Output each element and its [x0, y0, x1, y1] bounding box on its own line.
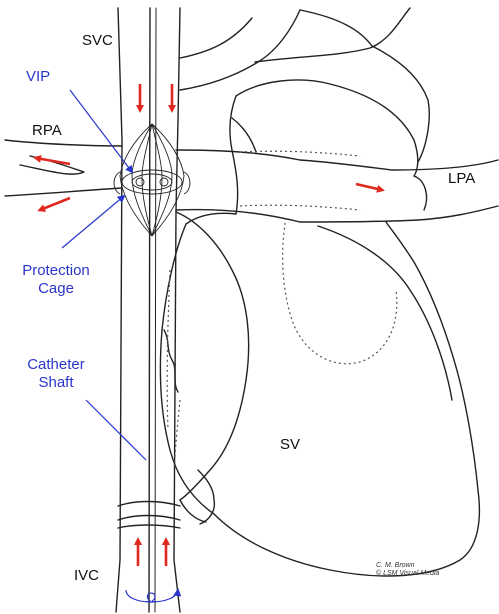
- catheter-shaft-line2: Shaft: [6, 374, 106, 392]
- protection-cage-callout: Protection Cage: [6, 262, 106, 298]
- sv-label: SV: [280, 436, 300, 453]
- lpa-label: LPA: [448, 170, 475, 187]
- rotation-symbol: Ω: [146, 588, 156, 606]
- protection-cage-line1: Protection: [6, 262, 106, 280]
- credit-artist: C. M. Brown: [376, 562, 439, 570]
- rpa-label: RPA: [32, 122, 62, 139]
- lpa-upper-wall: [300, 160, 498, 170]
- catheter-shaft-leader: [86, 400, 146, 460]
- flow-arrow-rpa-upper: [36, 158, 70, 164]
- lpa-lower-wall: [300, 206, 498, 222]
- credit-source: © LSM Visual Media: [376, 570, 439, 578]
- catheter-shaft: [149, 8, 150, 612]
- vip-leader: [70, 90, 132, 172]
- vip-device: [114, 124, 190, 236]
- flow-arrow-lpa: [356, 184, 382, 190]
- protection-cage-line2: Cage: [6, 280, 106, 298]
- catheter-shaft-callout: Catheter Shaft: [6, 356, 106, 392]
- svc-label: SVC: [82, 32, 113, 49]
- rpa-lower-wall: [5, 188, 122, 196]
- svc-left-wall: [116, 8, 122, 612]
- heart-outline: [160, 222, 479, 576]
- illustrator-credit: C. M. Brown © LSM Visual Media: [376, 562, 439, 578]
- ivc-label: IVC: [74, 567, 99, 584]
- flow-arrow-rpa-lower: [40, 198, 70, 210]
- protection-cage-leader: [62, 196, 124, 248]
- atrium-outline: [176, 212, 249, 500]
- svc-right-wall: [174, 8, 180, 612]
- vip-callout-label: VIP: [26, 68, 50, 86]
- rpa-upper-wall: [5, 140, 122, 146]
- aorta-branch-upper: [180, 18, 252, 58]
- catheter-shaft-line1: Catheter: [6, 356, 106, 374]
